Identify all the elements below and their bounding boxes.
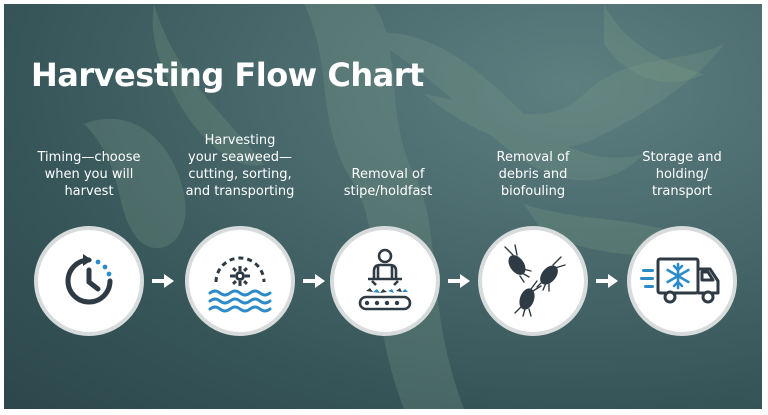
step-2-label-line: your seaweed—	[188, 150, 292, 165]
step-1-label: Timing—choose when you will harvest	[19, 149, 159, 200]
step-2-label-line: and transporting	[185, 184, 295, 199]
step-5-label: Storage and holding/ transport	[612, 149, 752, 200]
step-4-label: Removal of debris and biofouling	[463, 149, 603, 200]
arrow-right-icon	[596, 274, 618, 288]
step-4-label-line: biofouling	[500, 184, 566, 199]
arrow-right-icon	[152, 274, 174, 288]
page-title: Harvesting Flow Chart	[31, 56, 424, 94]
step-3-label-line: stipe/holdfast	[343, 184, 433, 199]
step-4-label-line: Removal of	[496, 150, 570, 165]
step-2-circle	[185, 226, 295, 336]
arrow-right-icon	[448, 274, 470, 288]
step-3-circle	[330, 226, 440, 336]
step-4-circle	[478, 226, 588, 336]
step-2-label-line: cutting, sorting,	[188, 167, 292, 182]
cutting-gear-waves-icon	[208, 256, 272, 313]
step-3-label-line: Removal of	[351, 167, 425, 182]
refrigerated-truck-icon	[640, 257, 720, 304]
step-4-label-line: debris and	[498, 167, 568, 182]
step-1-label-line: when you will	[44, 167, 134, 182]
worker-conveyor-icon	[358, 248, 412, 311]
step-1-circle	[34, 226, 144, 336]
clock-icon	[65, 254, 113, 305]
step-3-label: Removal of stipe/holdfast	[318, 166, 458, 200]
step-5-label-line: holding/	[655, 167, 709, 182]
slide: Harvesting Flow Chart Timing—choose when…	[4, 4, 762, 409]
step-2-label-line: Harvesting	[204, 133, 276, 148]
step-2-label: Harvesting your seaweed— cutting, sortin…	[170, 132, 310, 200]
arrow-right-icon	[303, 274, 325, 288]
step-1-label-line: Timing—choose	[37, 150, 141, 165]
step-5-circle	[627, 226, 737, 336]
crustaceans-icon	[504, 244, 566, 317]
step-5-label-line: transport	[651, 184, 713, 199]
step-1-label-line: harvest	[64, 184, 114, 199]
step-5-label-line: Storage and	[642, 150, 722, 165]
